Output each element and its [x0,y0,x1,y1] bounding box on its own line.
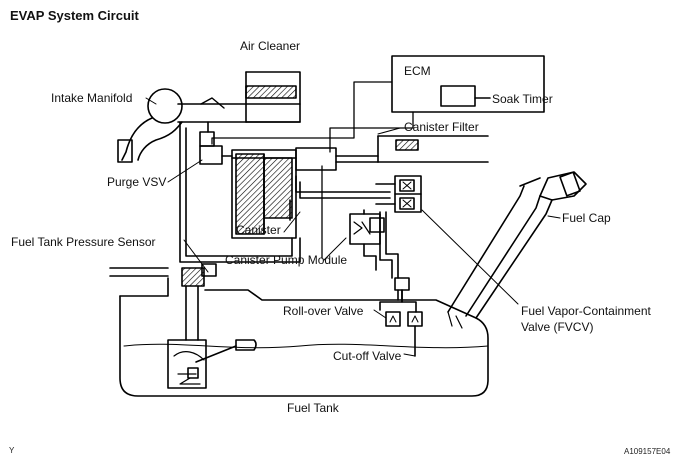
intake-manifold-shape [117,88,183,163]
filler-neck [447,171,587,329]
label-fuel-tank-pressure-sensor: Fuel Tank Pressure Sensor [11,235,156,249]
label-canister-filter: Canister Filter [404,120,479,134]
canister-filter-line [377,135,489,163]
diagram-title: EVAP System Circuit [10,8,139,23]
label-canister-pump-module: Canister Pump Module [225,253,348,267]
fvcv-valve [375,175,422,213]
label-fvcv-line1: Fuel Vapor-Containment [521,304,651,318]
signal-wires [211,81,414,259]
leader-lines [145,97,561,357]
figure-id: A109157E04 [624,447,671,456]
label-purge-vsv: Purge VSV [107,175,167,189]
air-intake-duct [177,71,301,123]
tank-valves [385,311,423,357]
tank-vent-lines [379,277,417,313]
label-canister: Canister [236,223,281,237]
label-fvcv-line2: Valve (FVCV) [521,320,594,334]
label-intake-manifold: Intake Manifold [51,91,133,105]
ecm-box [391,55,545,113]
purge-vsv-shape [179,121,301,263]
label-roll-over-valve: Roll-over Valve [283,304,364,318]
canister-pump-box [231,147,379,171]
pump-piping [289,175,391,221]
canister-body [231,149,297,239]
pump-internal [349,209,399,279]
corner-mark-y: Y [9,446,15,455]
label-ecm: ECM [404,64,431,78]
label-fuel-cap: Fuel Cap [562,211,611,225]
label-soak-timer: Soak Timer [492,92,553,106]
tank-pump-assembly [167,263,257,389]
label-cut-off-valve: Cut-off Valve [333,349,402,363]
label-fuel-tank: Fuel Tank [287,401,339,415]
fuel-tank-body [109,267,489,397]
label-air-cleaner: Air Cleaner [240,39,301,53]
